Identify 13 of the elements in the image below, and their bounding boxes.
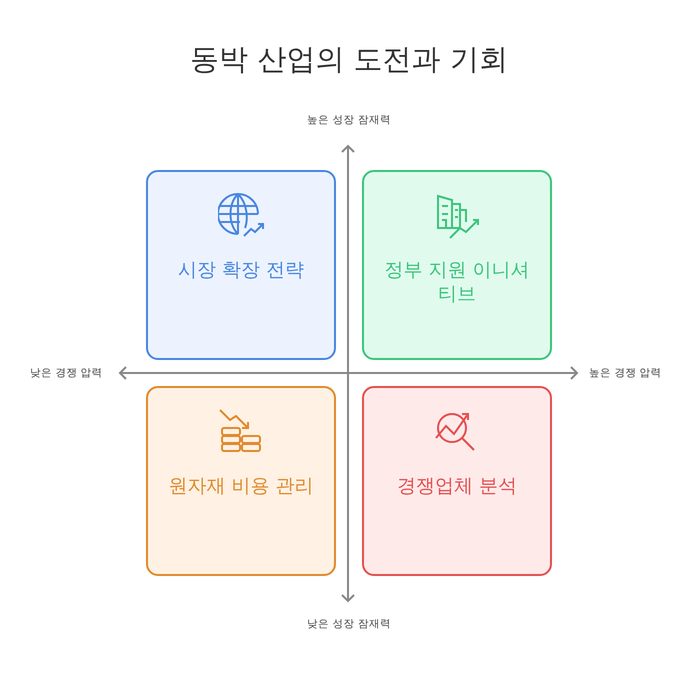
axis-label: 낮은 성장 잠재력 [307,618,391,630]
quadrant-box [362,170,552,360]
title: 동박 산업의 도전과 기회 [189,41,509,78]
axis-label: 낮은 경쟁 압력 [30,367,103,379]
axis-label: 높은 성장 잠재력 [307,114,391,126]
axis-label: 높은 경쟁 압력 [589,367,662,379]
quadrant-box [146,170,336,360]
quadrant-label: 경쟁업체 분석 [396,474,518,498]
quadrant-box [362,386,552,576]
quadrant-box [146,386,336,576]
quadrant-label: 원자재 비용 관리 [167,474,315,498]
quadrant-label: 시장 확장 전략 [176,258,306,282]
quadrant-label: 정부 지원 이니셔티브 [383,258,531,306]
